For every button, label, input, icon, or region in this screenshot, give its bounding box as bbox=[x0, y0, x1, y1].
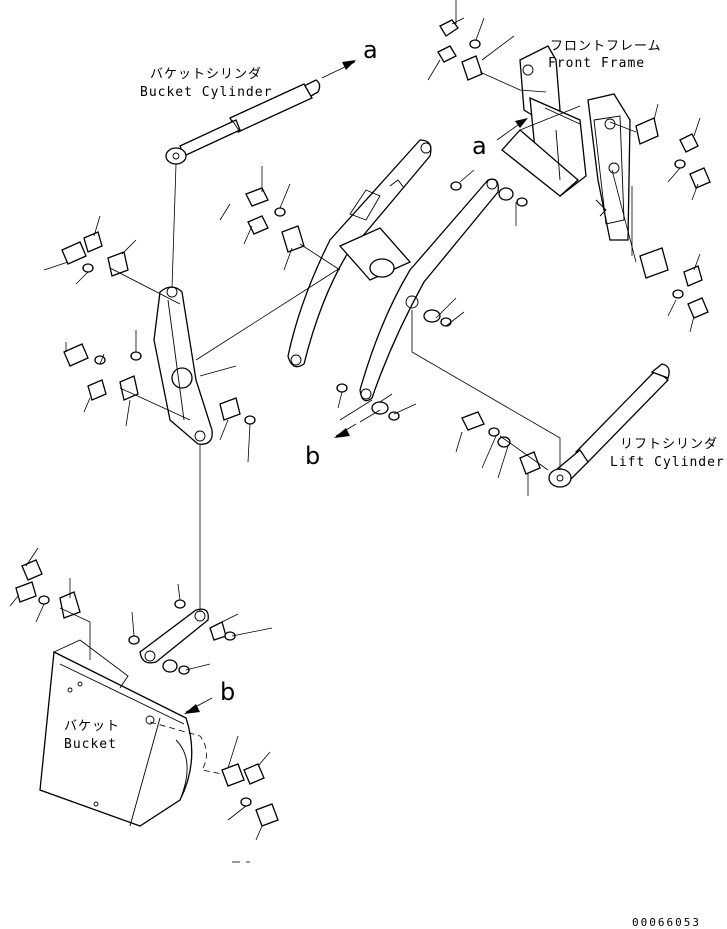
frame-right-pin-bottom bbox=[639, 247, 709, 319]
bucket-cylinder-label-jp: バケットシリンダ bbox=[150, 67, 262, 82]
reference-letter-a-top: a bbox=[363, 36, 378, 64]
boom-middle-bushing bbox=[423, 309, 452, 327]
bucket-link bbox=[139, 608, 209, 664]
frame-top-bolt-1 bbox=[439, 17, 481, 49]
lift-cylinder-pin-parts bbox=[461, 411, 541, 475]
lift-cylinder-label: リフトシリンダ Lift Cylinder bbox=[610, 437, 725, 470]
boom-lower-bushing bbox=[336, 383, 400, 421]
front-frame-label-en: Front Frame bbox=[548, 56, 645, 71]
lift-cylinder bbox=[548, 363, 670, 488]
lift-cylinder-label-en: Lift Cylinder bbox=[610, 455, 725, 470]
lift-cylinder-label-jp: リフトシリンダ bbox=[620, 437, 718, 452]
bucket-label: バケット Bucket bbox=[64, 719, 120, 752]
bellcrank-upper-pin bbox=[61, 231, 129, 277]
bucket-cylinder-label: バケットシリンダ Bucket Cylinder bbox=[140, 67, 272, 100]
bellcrank-lower-pin bbox=[63, 343, 139, 401]
connection-lines bbox=[59, 71, 637, 775]
bucket-lower-pin bbox=[221, 763, 279, 827]
boom-top-bushing bbox=[450, 181, 528, 207]
reference-arrow-a-frame: a bbox=[472, 118, 528, 160]
boom-pin-bolts bbox=[245, 187, 305, 253]
bucket-cylinder-label-en: Bucket Cylinder bbox=[140, 85, 272, 100]
frame-right-pin-top bbox=[635, 117, 711, 189]
bucket-label-en: Bucket bbox=[64, 737, 117, 752]
document-number: 00066053 bbox=[632, 916, 701, 929]
reference-arrow-a-top: a bbox=[321, 36, 378, 79]
boom-right bbox=[359, 178, 499, 402]
reference-letter-b-bucket: b bbox=[220, 678, 235, 706]
reference-arrow-b-bucket: b bbox=[184, 678, 235, 714]
frame-top-bolt-2 bbox=[437, 45, 483, 81]
bucket-cylinder bbox=[165, 79, 321, 165]
front-frame bbox=[501, 45, 631, 241]
boom-cross-tube bbox=[338, 227, 412, 281]
reference-letter-b-arm: b bbox=[305, 442, 320, 470]
bucket-label-jp: バケット bbox=[64, 719, 120, 734]
callout-leaders bbox=[9, 0, 701, 863]
bellcrank bbox=[153, 286, 213, 445]
front-frame-label-jp: フロントフレーム bbox=[550, 39, 662, 54]
bucket bbox=[39, 639, 193, 827]
reference-letter-a-frame: a bbox=[472, 132, 487, 160]
front-frame-label: フロントフレーム Front Frame bbox=[548, 39, 662, 71]
reference-arrow-b-arm: b bbox=[305, 423, 357, 470]
